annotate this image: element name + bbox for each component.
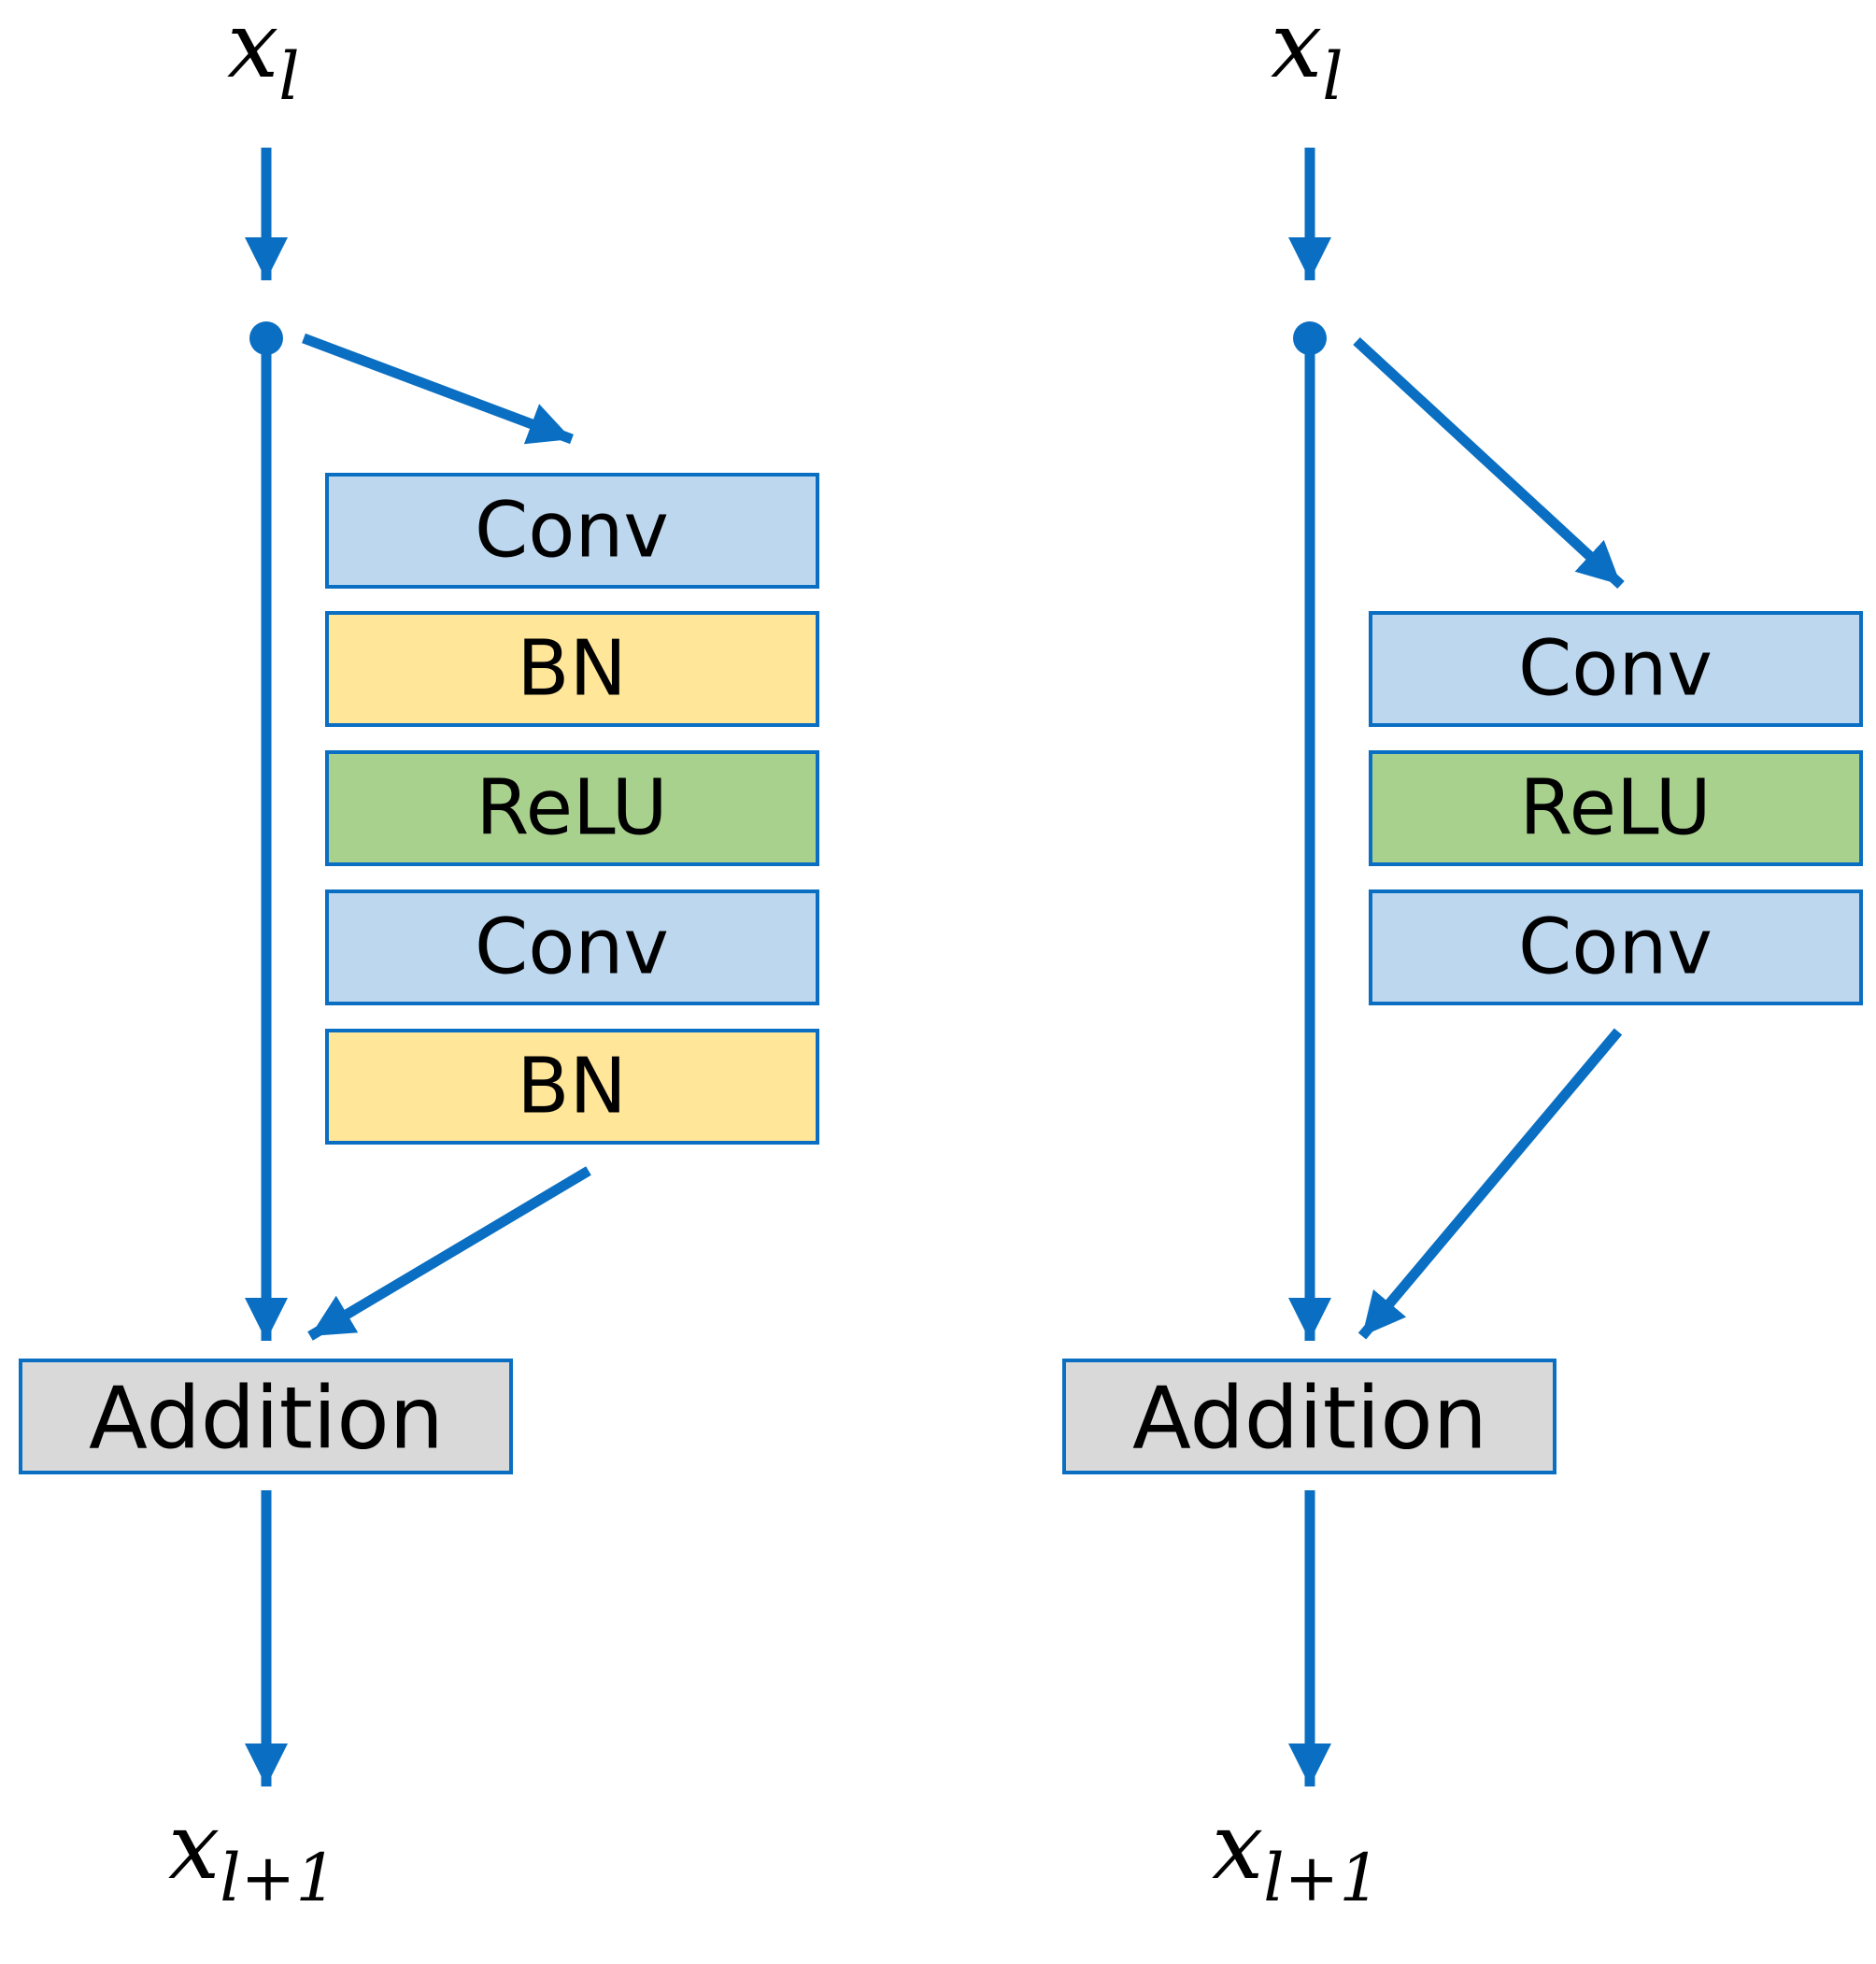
relu-layer-label: ReLU bbox=[1519, 764, 1711, 853]
branch-out-arrow bbox=[307, 1166, 591, 1341]
relu-layer bbox=[325, 750, 819, 866]
left-residual-block: xl Conv BN ReLU Conv BN Addition xl+1 bbox=[19, 0, 819, 1916]
input-subscript: l bbox=[1322, 38, 1343, 115]
right-residual-block: xl Conv ReLU Conv Addition xl+1 bbox=[1062, 0, 1863, 1916]
conv-layer-1 bbox=[1369, 611, 1863, 727]
conv-layer-2 bbox=[325, 889, 819, 1005]
addition-label: Addition bbox=[1132, 1369, 1487, 1469]
relu-layer-label: ReLU bbox=[476, 764, 667, 853]
input-symbol: x bbox=[1271, 0, 1322, 99]
conv-layer-2 bbox=[1369, 889, 1863, 1005]
branch-in-arrow bbox=[1353, 336, 1625, 590]
relu-layer bbox=[1369, 750, 1863, 866]
conv-layer-2-label: Conv bbox=[475, 904, 669, 992]
addition-label: Addition bbox=[89, 1369, 444, 1469]
bn-layer-2-label: BN bbox=[517, 1043, 627, 1131]
addition-node bbox=[19, 1359, 513, 1474]
conv-layer-1-label: Conv bbox=[475, 487, 669, 576]
output-subscript: l+1 bbox=[220, 1840, 337, 1916]
conv-layer-2-label: Conv bbox=[1518, 904, 1713, 992]
input-label: xl bbox=[1271, 0, 1343, 115]
input-subscript: l bbox=[278, 38, 299, 115]
bn-layer-2 bbox=[325, 1029, 819, 1145]
bn-layer-1 bbox=[325, 611, 819, 727]
branch-in-arrow bbox=[302, 333, 574, 445]
output-symbol: x bbox=[1212, 1794, 1263, 1900]
addition-node bbox=[1062, 1359, 1556, 1474]
conv-layer-1-label: Conv bbox=[1518, 625, 1713, 714]
output-label: xl+1 bbox=[1212, 1794, 1381, 1916]
input-symbol: x bbox=[227, 0, 278, 99]
conv-layer-1 bbox=[325, 473, 819, 589]
split-node bbox=[249, 321, 283, 355]
split-node bbox=[1293, 321, 1327, 355]
output-label: xl+1 bbox=[168, 1794, 337, 1916]
output-subscript: l+1 bbox=[1263, 1840, 1381, 1916]
bn-layer-1-label: BN bbox=[517, 625, 627, 714]
output-symbol: x bbox=[168, 1794, 220, 1900]
branch-out-arrow bbox=[1357, 1028, 1623, 1340]
input-label: xl bbox=[227, 0, 300, 115]
